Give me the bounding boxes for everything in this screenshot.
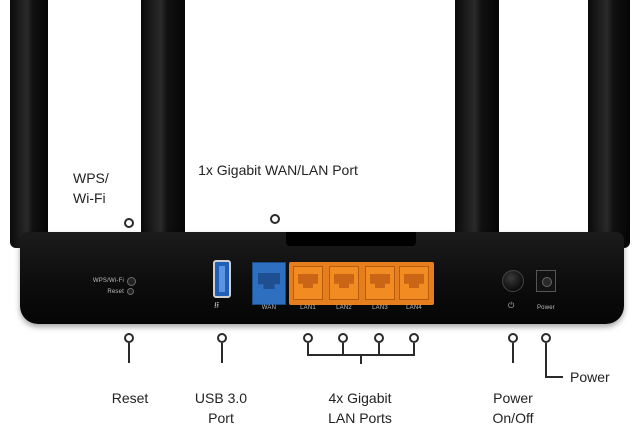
- lan3-callout-dot: [374, 333, 384, 343]
- power-callout-leader: [545, 376, 563, 378]
- antenna-left-outer: [10, 0, 48, 248]
- callout-lan-ports: 4x Gigabit LAN Ports: [328, 390, 392, 426]
- callout-power: Power: [570, 369, 610, 385]
- lan-port-socket: [370, 274, 390, 288]
- wan-callout-dot: [270, 214, 280, 224]
- usb-port[interactable]: [213, 260, 231, 298]
- antenna-left-inner: [141, 0, 185, 258]
- lan4-panel-label: LAN4: [406, 305, 422, 311]
- lan-port-socket: [404, 274, 424, 288]
- power-icon: ⏻: [508, 301, 515, 310]
- wan-port[interactable]: [252, 262, 286, 305]
- power-switch-button[interactable]: [502, 270, 524, 292]
- lan-port-socket: [298, 274, 318, 288]
- reset-button[interactable]: [127, 288, 134, 295]
- callout-wan-port: 1x Gigabit WAN/LAN Port: [198, 162, 358, 178]
- lan1-callout-dot: [303, 333, 313, 343]
- lan4-callout-line: [413, 343, 415, 355]
- reset-callout-line: [128, 343, 130, 363]
- lan2-panel-label: LAN2: [336, 305, 352, 311]
- power-callout-dot: [541, 333, 551, 343]
- power-panel-label: Power: [536, 305, 555, 311]
- wan-port-socket: [258, 273, 280, 289]
- wps-panel-label: WPS/Wi-Fi: [92, 278, 124, 284]
- lan-callout-stem: [360, 354, 362, 364]
- antenna-right-outer: [588, 0, 630, 248]
- usb-callout-line: [221, 343, 223, 363]
- wps-callout-dot: [124, 218, 134, 228]
- callout-usb: USB 3.0 Port: [194, 390, 248, 426]
- callout-power-switch: Power On/Off: [492, 390, 534, 426]
- wps-button[interactable]: [127, 277, 136, 286]
- wan-panel-label: WAN: [261, 305, 277, 311]
- lan1-callout-line: [307, 343, 309, 355]
- router-top-ridge: [286, 232, 416, 246]
- antenna-right-inner: [455, 0, 499, 258]
- lan3-callout-line: [378, 343, 380, 355]
- lan3-panel-label: LAN3: [372, 305, 388, 311]
- lan-port-2[interactable]: [329, 266, 359, 300]
- lan-port-3[interactable]: [365, 266, 395, 300]
- usb-icon: ⭿: [214, 301, 220, 310]
- lan4-callout-dot: [409, 333, 419, 343]
- power-switch-callout-line: [512, 343, 514, 363]
- lan-port-1[interactable]: [293, 266, 323, 300]
- usb-callout-dot: [217, 333, 227, 343]
- reset-panel-label: Reset: [107, 289, 124, 295]
- lan-port-4[interactable]: [399, 266, 429, 300]
- callout-wps-wifi: WPS/ Wi-Fi: [73, 170, 109, 206]
- dc-jack-pin: [542, 277, 552, 287]
- power-callout-line: [545, 343, 547, 377]
- lan1-panel-label: LAN1: [300, 305, 316, 311]
- power-dc-jack[interactable]: [536, 270, 556, 292]
- power-switch-callout-dot: [508, 333, 518, 343]
- lan2-callout-line: [342, 343, 344, 355]
- lan2-callout-dot: [338, 333, 348, 343]
- lan-port-socket: [334, 274, 354, 288]
- reset-callout-dot: [124, 333, 134, 343]
- callout-reset: Reset: [111, 390, 149, 406]
- usb-tongue: [219, 266, 225, 292]
